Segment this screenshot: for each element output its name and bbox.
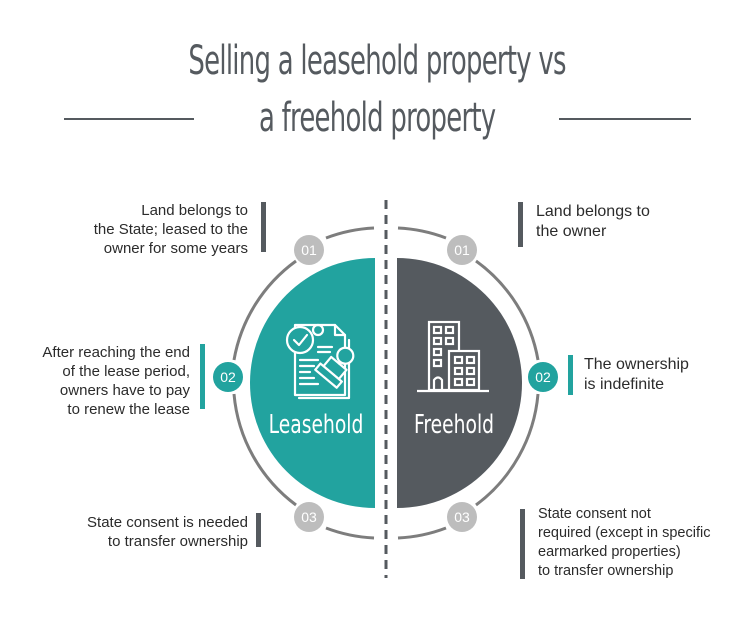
text-line: Land belongs to (536, 203, 650, 220)
freehold-point-02: The ownership is indefinite (584, 355, 744, 395)
title-line-2-text: a freehold property (259, 95, 496, 141)
outer-ring (232, 226, 540, 540)
text-line: to transfer ownership (538, 563, 674, 579)
title-line-2: a freehold property (0, 93, 755, 143)
text-line: required (except in specific (538, 525, 711, 541)
text-line: earmarked properties) (538, 544, 681, 560)
title-rule-right (559, 118, 691, 120)
leasehold-point-02-bar (200, 344, 205, 409)
svg-text:01: 01 (454, 242, 470, 258)
svg-text:01: 01 (301, 242, 317, 258)
freehold-point-03-bar (520, 509, 525, 579)
svg-text:03: 03 (301, 509, 317, 525)
leasehold-badge-02: 02 (213, 362, 243, 392)
text-line: The ownership (584, 356, 689, 373)
leasehold-point-01: Land belongs to the State; leased to the… (8, 201, 248, 258)
freehold-point-01-bar (518, 202, 523, 247)
freehold-point-03: State consent not required (except in sp… (538, 505, 753, 581)
text-line: to renew the lease (67, 401, 190, 418)
svg-text:02: 02 (220, 369, 236, 385)
freehold-label: Freehold (414, 410, 494, 440)
text-line: the owner (536, 223, 607, 240)
text-line: is indefinite (584, 376, 665, 393)
freehold-badge-01: 01 (447, 235, 477, 265)
text-line: Land belongs to (141, 202, 248, 219)
leasehold-badge-03: 03 (294, 502, 324, 532)
freehold-badge-02: 02 (528, 362, 558, 392)
title-line-1-text: Selling a leasehold property vs (188, 38, 567, 84)
text-line: owner for some years (103, 240, 248, 257)
text-line: owners have to pay (59, 382, 190, 399)
leasehold-point-01-bar (261, 202, 266, 252)
leasehold-label: Leasehold (269, 410, 364, 440)
text-line: the State; leased to the (93, 221, 248, 238)
freehold-point-02-bar (568, 355, 573, 395)
text-line: State consent not (538, 506, 651, 522)
title-rule-left (64, 118, 194, 120)
svg-text:03: 03 (454, 509, 470, 525)
leasehold-badge-01: 01 (294, 235, 324, 265)
freehold-point-01: Land belongs to the owner (536, 202, 736, 242)
document-stamp-icon (285, 323, 355, 400)
leasehold-point-03: State consent is needed to transfer owne… (8, 513, 248, 551)
leasehold-point-03-bar (256, 513, 261, 547)
title-line-1: Selling a leasehold property vs (0, 36, 755, 86)
svg-text:02: 02 (535, 369, 551, 385)
text-line: to transfer ownership (107, 533, 248, 550)
text-line: After reaching the end (42, 344, 190, 361)
freehold-badge-03: 03 (447, 502, 477, 532)
text-line: of the lease period, (62, 363, 190, 380)
leasehold-point-02: After reaching the end of the lease peri… (0, 343, 190, 419)
building-icon (417, 320, 489, 393)
text-line: State consent is needed (87, 514, 248, 531)
